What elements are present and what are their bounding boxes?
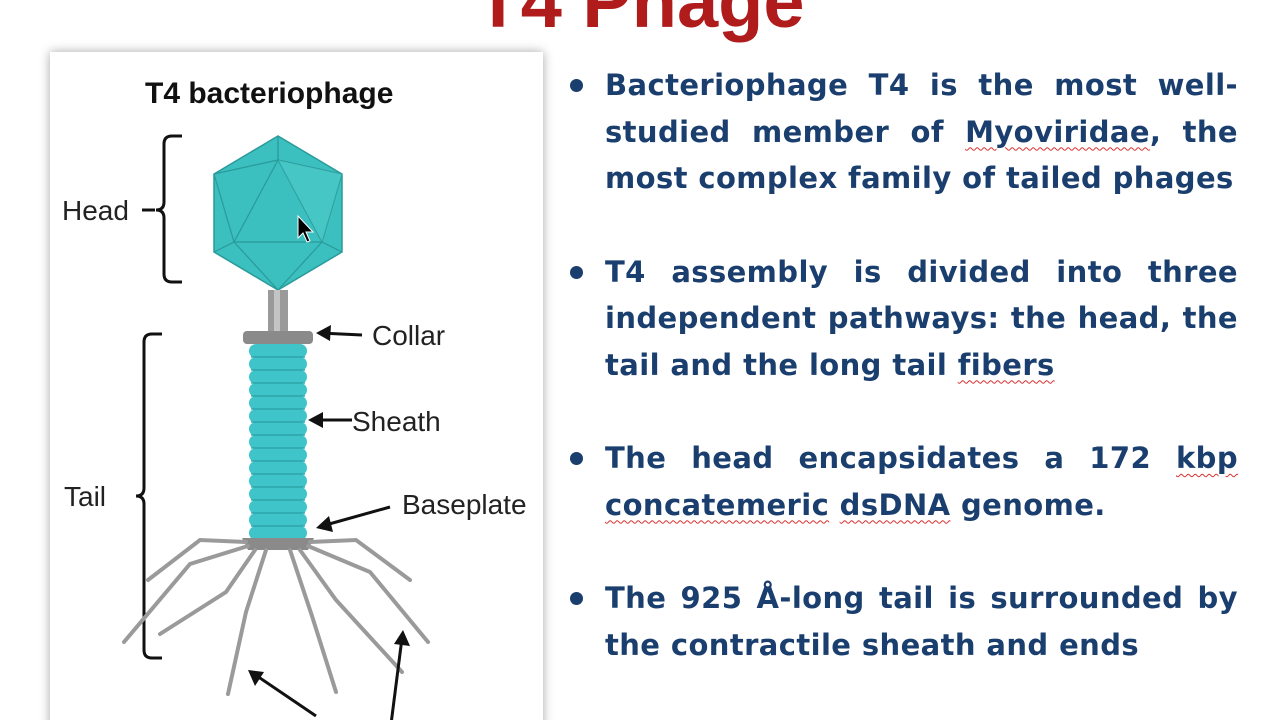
label-head: Head (62, 195, 129, 226)
bullet-text: The head encapsidates a 172 (605, 441, 1176, 475)
bullet-text: , the most complex family of tailed phag… (605, 114, 1238, 196)
bullet-dot-icon (570, 592, 583, 605)
fiber-arrows (248, 630, 410, 720)
label-collar: Collar (372, 320, 445, 351)
head-bracket (155, 134, 182, 284)
baseplate (242, 538, 314, 550)
capsid-head (213, 135, 343, 291)
baseplate-arrow (316, 505, 391, 532)
bullet-item: T4 assembly is divided into three indepe… (566, 249, 1238, 389)
label-baseplate: Baseplate (402, 489, 527, 520)
bullet-text: T4 assembly is divided into three indepe… (605, 254, 1238, 382)
bullet-text (829, 488, 840, 522)
spellcheck-flagged-word: kbp (1175, 441, 1238, 475)
bullet-text: The 925 Å-long tail is surrounded by the… (605, 581, 1238, 662)
figure-title: T4 bacteriophage (145, 77, 393, 110)
bullet-text: Bacteriophage T4 is the most well-studie… (605, 68, 1238, 149)
slide-title: T4 Phage (475, 0, 805, 43)
phage-diagram: T4 bacteriophage Head (62, 77, 527, 720)
bullet-dot-icon (570, 452, 583, 465)
label-sheath: Sheath (352, 406, 441, 437)
bullet-dot-icon (570, 79, 583, 92)
spellcheck-flagged-word: concatemeric (605, 487, 830, 522)
bullet-item: The head encapsidates a 172 kbp concatem… (566, 435, 1238, 528)
bullet-list: Bacteriophage T4 is the most well-studie… (566, 62, 1238, 715)
mouse-cursor-icon (297, 214, 315, 243)
tail-fibers (122, 537, 430, 696)
collar (243, 331, 313, 344)
label-tail: Tail (64, 481, 106, 512)
bullet-text: genome. (950, 487, 1106, 522)
phage-figure: T4 bacteriophage Head (50, 52, 543, 720)
bullet-item: Bacteriophage T4 is the most well-studie… (566, 62, 1238, 202)
collar-arrow (316, 325, 363, 341)
sheath-arrow (308, 412, 352, 428)
spellcheck-flagged-word: Myoviridae (965, 114, 1150, 149)
bullet-dot-icon (570, 265, 583, 279)
tail-sheath (249, 344, 307, 540)
spellcheck-flagged-word: fibers (957, 347, 1055, 382)
bullet-item: The 925 Å-long tail is surrounded by the… (566, 575, 1238, 668)
tail-bracket (135, 332, 162, 660)
spellcheck-flagged-word: dsDNA (839, 487, 951, 522)
